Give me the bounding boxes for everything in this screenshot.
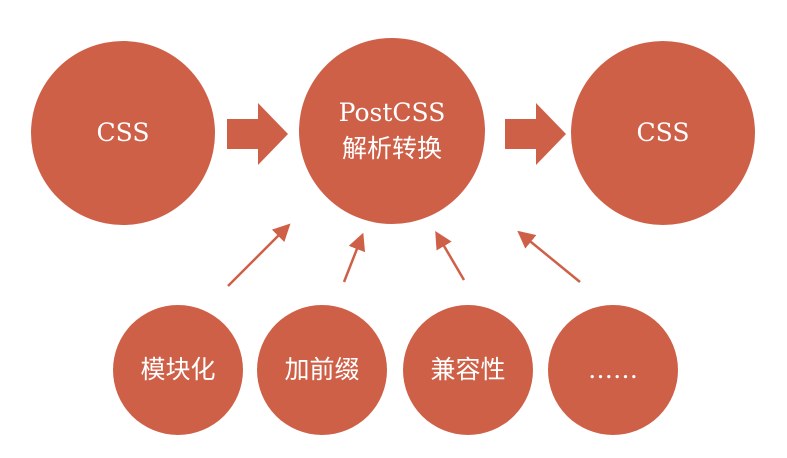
- plugin-label: ……: [588, 355, 638, 384]
- plugin-label: 模块化: [140, 355, 216, 384]
- plugin-circle-compatibility: 兼容性: [403, 305, 533, 435]
- postcss-subtitle: 解析转换: [341, 134, 442, 163]
- plugin-label: 加前缀: [284, 355, 360, 384]
- plugin-label: 兼容性: [430, 355, 506, 384]
- block-arrow-processor-to-output: [505, 103, 566, 165]
- postcss-title: PostCSS: [338, 98, 446, 127]
- arrow-plugin-3-to-processor: [435, 230, 466, 281]
- postcss-processor-circle: PostCSS 解析转换: [299, 38, 485, 224]
- plugin-circle-modularization: 模块化: [113, 305, 243, 435]
- css-output-label: CSS: [636, 118, 690, 147]
- arrow-plugin-1-to-processor: [227, 223, 291, 287]
- plugin-circle-prefixing: 加前缀: [257, 305, 387, 435]
- css-input-circle: CSS: [31, 41, 215, 225]
- css-input-label: CSS: [96, 118, 150, 147]
- arrow-plugin-2-to-processor: [342, 232, 366, 283]
- arrow-plugin-4-to-processor: [517, 230, 581, 283]
- plugin-circle-more: ……: [548, 305, 678, 435]
- css-output-circle: CSS: [571, 41, 755, 225]
- block-arrow-input-to-processor: [227, 103, 288, 165]
